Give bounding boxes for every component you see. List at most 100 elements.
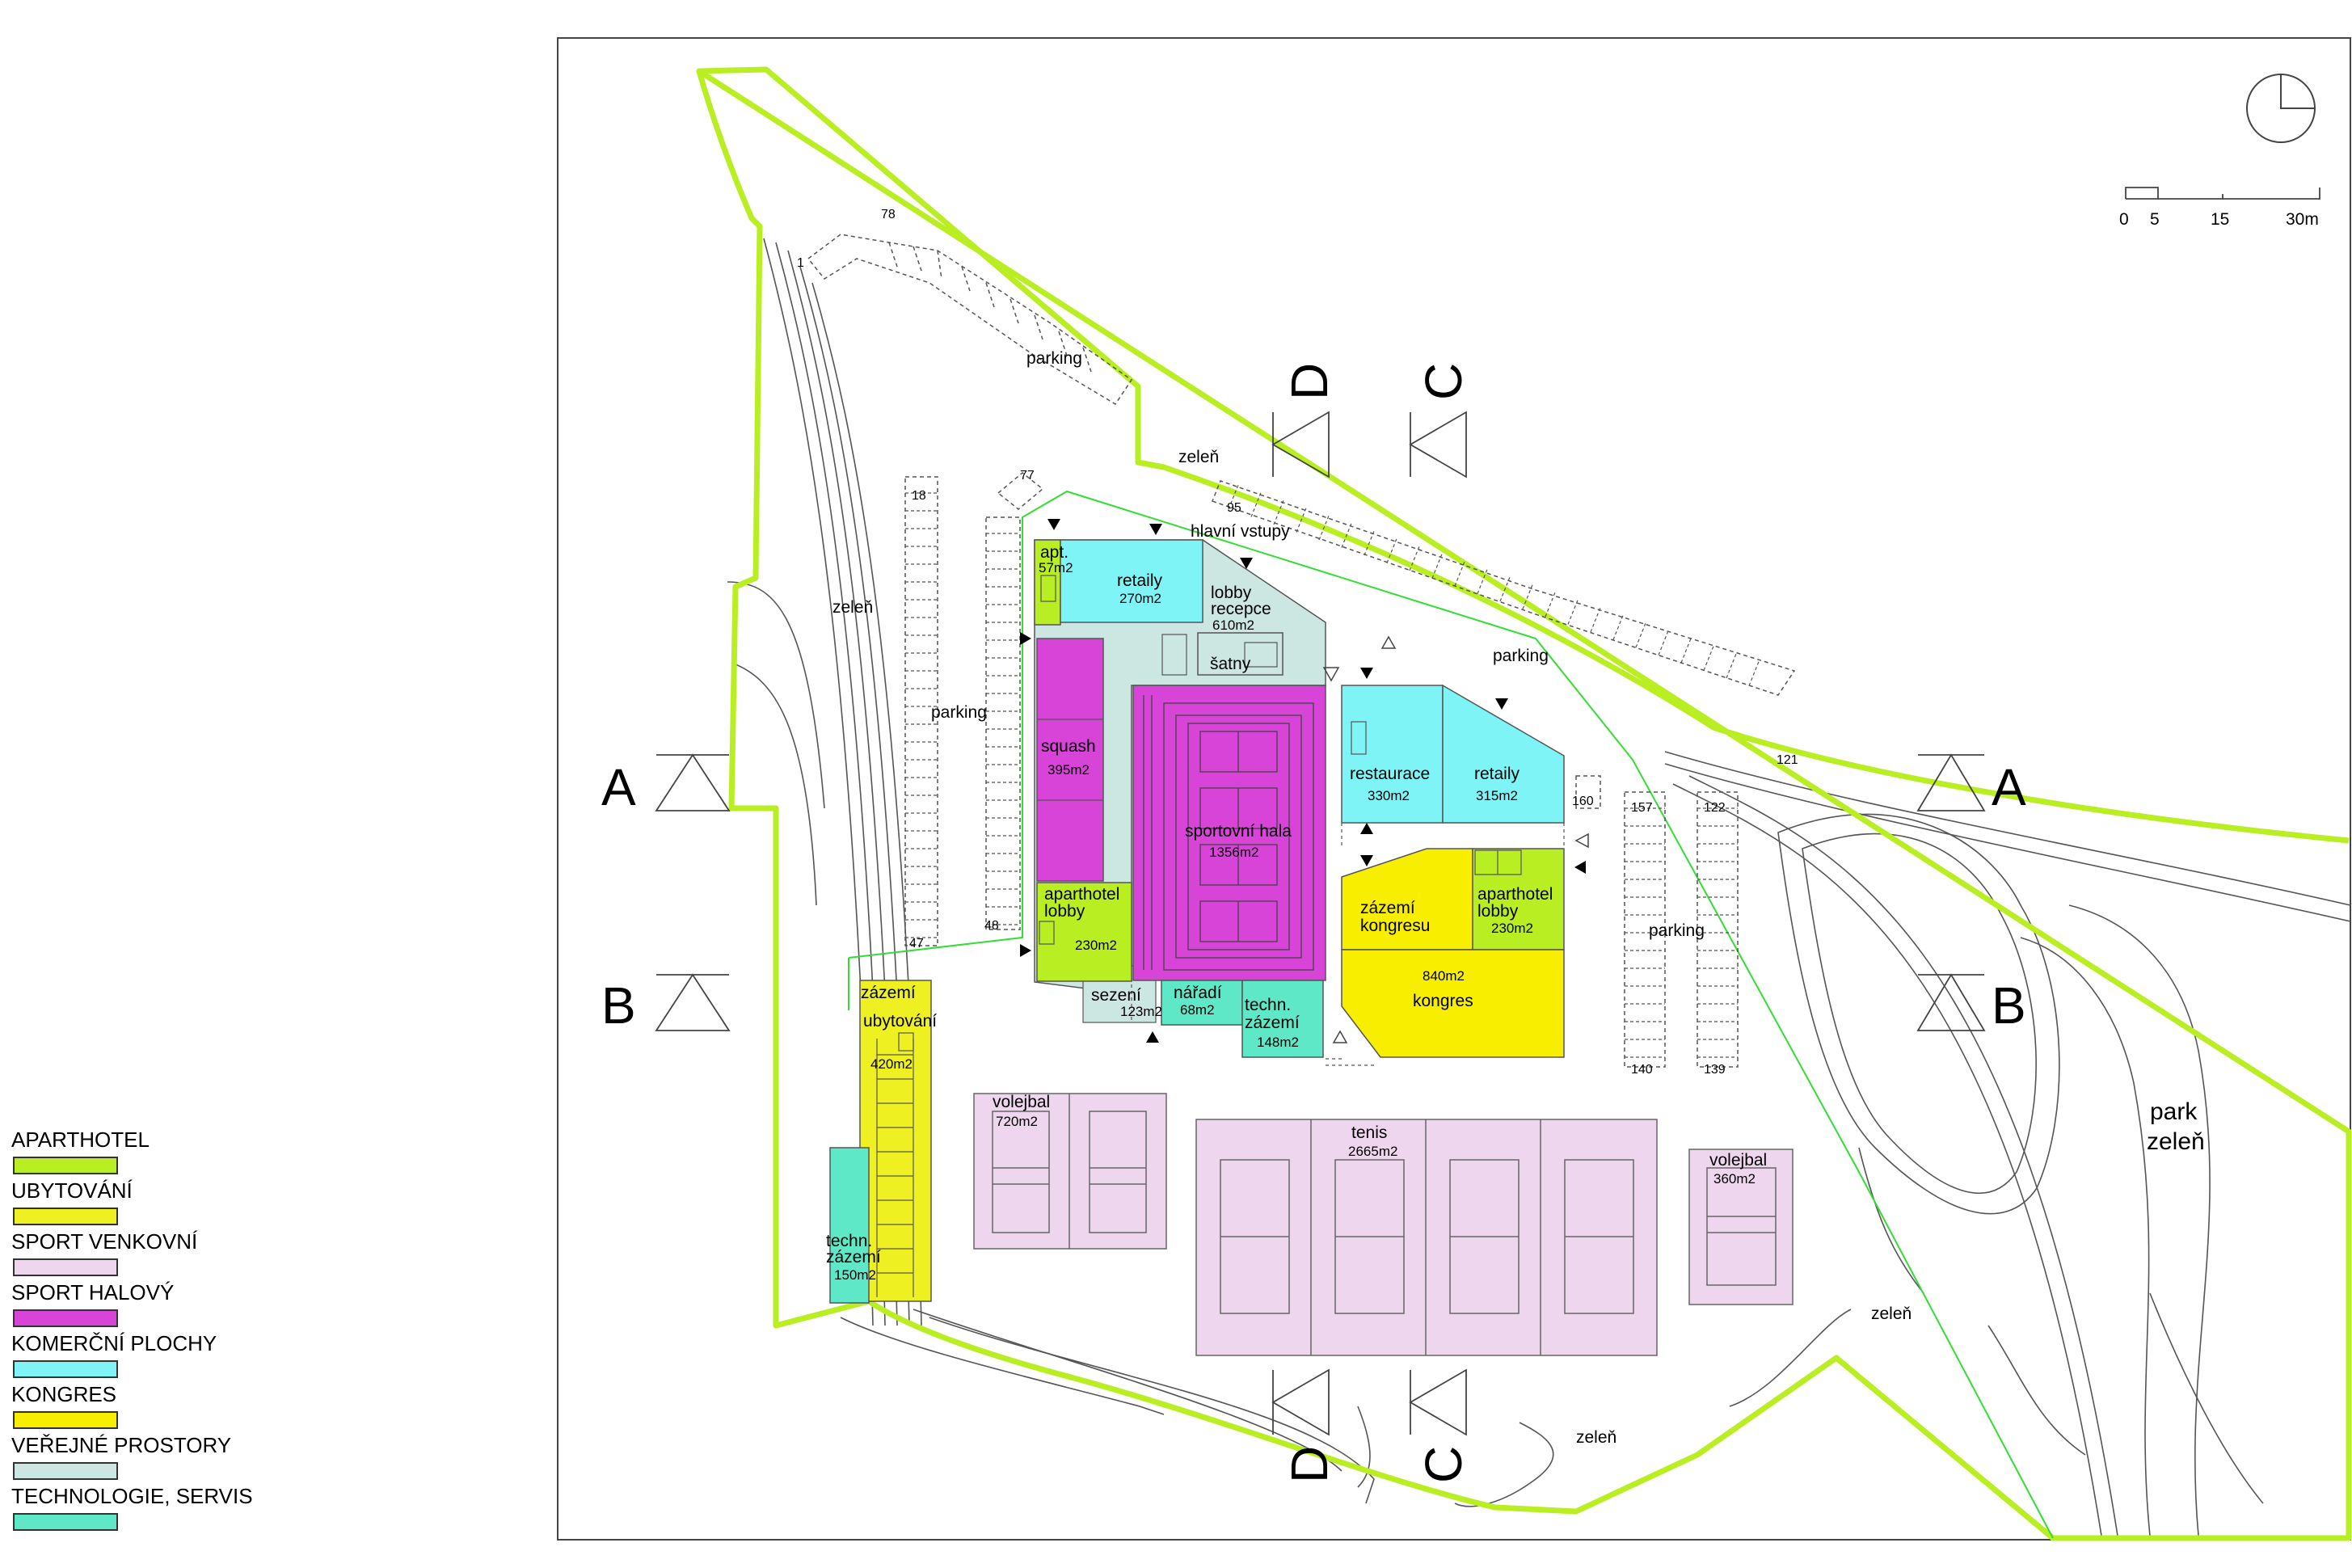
site-line-inner — [848, 490, 2054, 1539]
parking-no-157: 157 — [1631, 801, 1653, 815]
label-zazemi-hala: zázemí — [1245, 1014, 1300, 1032]
label-zazemi-ubytovani-1: zázemí — [861, 984, 916, 1002]
scale-30: 30m — [2286, 210, 2319, 229]
label-park: park — [2150, 1098, 2198, 1125]
parking-no-47: 47 — [909, 937, 924, 950]
parking-stall-line — [1726, 653, 1737, 679]
label-zelen-west: zeleň — [832, 598, 873, 617]
legend-item: VEŘEJNÉ PROSTORY — [11, 1433, 302, 1484]
label-hlavni-vstupy: hlavní vstupy — [1191, 522, 1290, 541]
parking-numbers: 78 1 18 77 48 47 95 121 160 157 122 140 … — [797, 208, 1798, 1077]
section-a-right: A — [1992, 758, 2026, 816]
label-sezeni: sezení — [1091, 986, 1141, 1005]
volejbal-court-1 — [973, 1093, 1167, 1250]
legend-label: UBYTOVÁNÍ — [11, 1178, 133, 1203]
section-a-left: A — [601, 758, 636, 816]
label-zelen-south: zeleň — [1576, 1428, 1616, 1447]
legend-item: SPORT HALOVÝ — [11, 1280, 302, 1331]
tenis-courts — [1195, 1119, 1658, 1356]
parking-stall-line — [1477, 569, 1488, 594]
parking-stall-line — [1748, 661, 1760, 686]
parking-stall-line — [1296, 508, 1307, 533]
parking-stall-ticks — [905, 484, 1760, 1058]
plan-frame — [557, 37, 2351, 1541]
legend-item: TECHNOLOGIE, SERVIS — [11, 1484, 302, 1535]
parking-no-77: 77 — [1020, 469, 1035, 483]
label-techn: techn. — [1245, 996, 1291, 1014]
label-restaurace-area: 330m2 — [1368, 788, 1410, 803]
label-parking-nw: parking — [1026, 349, 1082, 368]
label-restaurace: restaurace — [1350, 765, 1430, 783]
parking-stall-line — [1703, 646, 1714, 671]
label-lobby: lobby — [1211, 584, 1252, 602]
parking-stall-line — [1545, 592, 1556, 618]
parking-stall-line — [1409, 546, 1420, 571]
parking-no-48: 48 — [984, 919, 999, 933]
legend-label: KONGRES — [11, 1382, 117, 1406]
scale-15: 15 — [2211, 210, 2229, 229]
aparthotel-lobby-west — [1036, 882, 1132, 982]
label-volejbal-2: volejbal — [1709, 1151, 1767, 1170]
parking-stall-line — [1228, 484, 1239, 510]
label-parking-e: parking — [1649, 921, 1705, 940]
legend-swatch — [13, 1462, 118, 1480]
label-volejbal-2-area: 360m2 — [1713, 1171, 1756, 1187]
label-techn-area: 148m2 — [1257, 1035, 1299, 1050]
label-aparthotel-east: aparthotel — [1477, 885, 1553, 904]
parking-stall-line — [1341, 523, 1352, 548]
parking-stall-line — [1612, 615, 1624, 640]
parking-no-139: 139 — [1704, 1063, 1726, 1077]
label-lobby-east: lobby — [1477, 902, 1519, 921]
label-ubytovani-area: 420m2 — [870, 1056, 913, 1072]
label-parking-ne: parking — [1493, 647, 1549, 665]
legend-label: SPORT HALOVÝ — [11, 1280, 175, 1305]
section-letters: A B A B D C D C — [601, 363, 2026, 1483]
label-sportovni-hala: sportovní hala — [1185, 822, 1292, 841]
legend-item: APARTHOTEL — [11, 1128, 302, 1178]
label-hala-area: 1356m2 — [1209, 845, 1258, 860]
section-c-top: C — [1414, 363, 1473, 400]
legend-swatch — [13, 1411, 118, 1429]
label-tenis-area: 2665m2 — [1348, 1144, 1397, 1159]
outdoor-sports — [973, 1093, 1794, 1356]
legend-swatch — [13, 1258, 118, 1276]
legend-item: KOMERČNÍ PLOCHY — [11, 1331, 302, 1382]
squash-courts — [1036, 638, 1104, 882]
naradi — [1161, 980, 1243, 1026]
scale-bar — [2125, 187, 2320, 200]
parking-stall-line — [1680, 638, 1692, 664]
scale-0: 0 — [2119, 210, 2129, 229]
aparthotel-lobby-east — [1472, 848, 1565, 950]
label-volejbal-1-area: 720m2 — [996, 1114, 1038, 1129]
north-arrow — [2246, 74, 2316, 143]
label-techn-zazemi-1: techn. — [826, 1232, 872, 1250]
label-satny: šatny — [1210, 655, 1251, 673]
label-parking-w: parking — [931, 703, 987, 722]
label-retaily-east: retaily — [1474, 765, 1520, 783]
parking-stall-line — [1431, 554, 1443, 579]
legend-swatch — [13, 1360, 118, 1378]
kongres-hall — [1341, 949, 1565, 1058]
label-sezeni-area: 123m2 — [1120, 1004, 1162, 1019]
label-aparthotel-west: aparthotel — [1044, 885, 1119, 904]
parking-stall-line — [1250, 492, 1262, 517]
label-zazemi-ubytovani-2: ubytování — [863, 1012, 937, 1031]
label-volejbal-1: volejbal — [993, 1093, 1050, 1111]
parking-stall-line — [1658, 630, 1669, 655]
section-b-right: B — [1992, 976, 2026, 1035]
scale-5: 5 — [2150, 210, 2160, 229]
area-labels: parking parking parking parking zeleň ze… — [826, 349, 2205, 1447]
legend-label: VEŘEJNÉ PROSTORY — [11, 1433, 232, 1457]
parking-stall-line — [1273, 499, 1284, 525]
label-recepce: recepce — [1211, 600, 1271, 618]
parking-stalls — [807, 234, 1796, 1068]
parking-no-140: 140 — [1631, 1063, 1653, 1077]
ubytovani-block — [859, 980, 932, 1302]
label-naradi: nářadí — [1174, 984, 1222, 1002]
parking-no-18: 18 — [912, 489, 926, 503]
section-b-left: B — [601, 976, 636, 1035]
parking-stall-line — [1454, 561, 1465, 587]
label-retaily-north: retaily — [1117, 571, 1163, 590]
label-park-zelen: zeleň — [2147, 1128, 2205, 1155]
label-apt: apt. — [1040, 543, 1069, 562]
